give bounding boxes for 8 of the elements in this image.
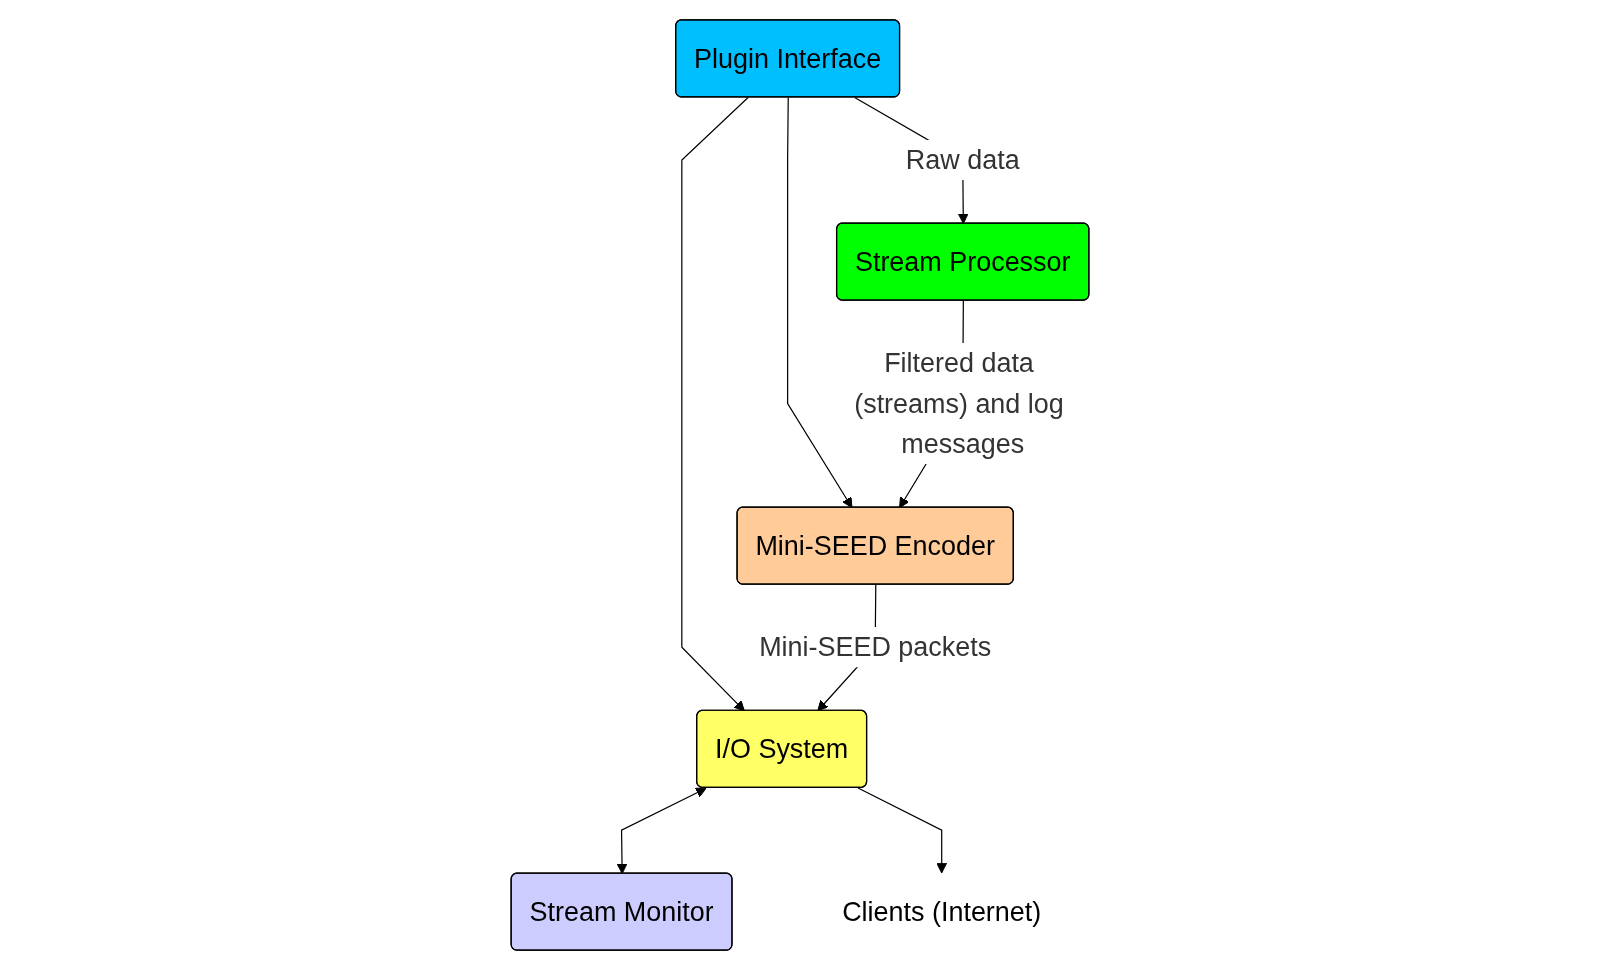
edge-label: Raw data	[905, 144, 1020, 175]
edge-label: Mini-SEED packets	[758, 631, 991, 663]
node-text: Clients (Internet)	[841, 895, 1041, 927]
arrow	[616, 787, 706, 874]
arrow	[680, 96, 749, 711]
edge-label: Filtered data (streams) and log messages	[853, 347, 1064, 459]
arrow	[856, 786, 947, 874]
arrow	[786, 96, 852, 508]
